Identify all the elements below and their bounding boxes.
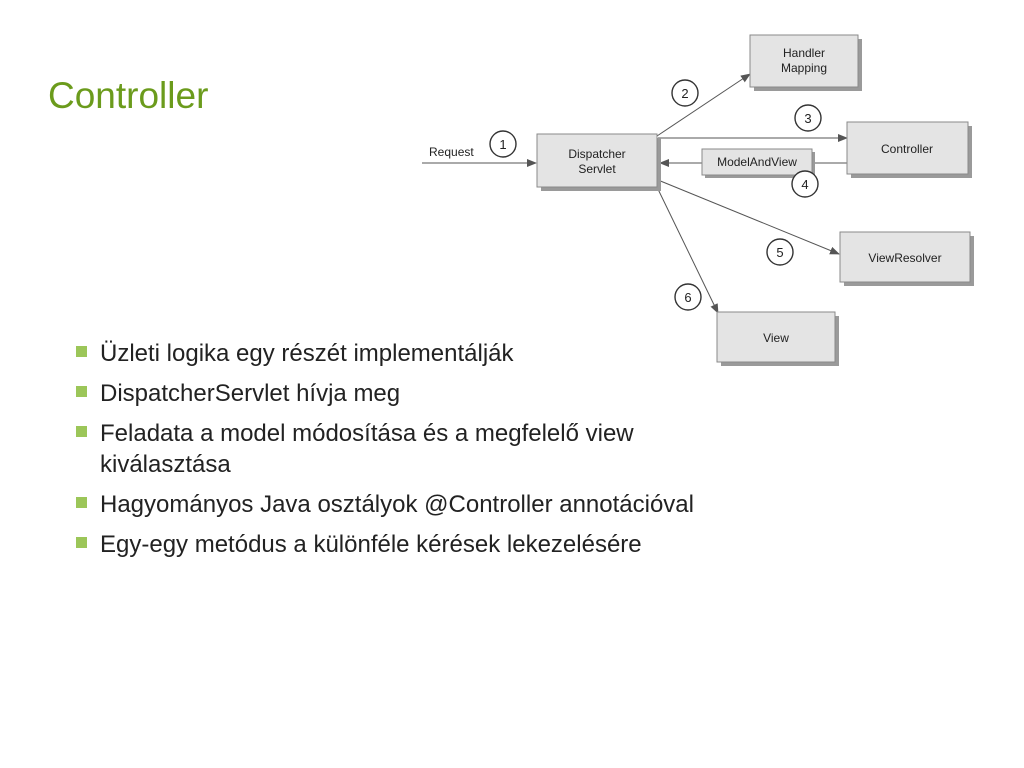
bullet-item: DispatcherServlet hívja meg <box>76 378 696 409</box>
bullet-square-icon <box>76 497 87 508</box>
handler-mapping-box: Handler Mapping <box>749 34 862 91</box>
bullet-text: Üzleti logika egy részét implementálják <box>100 340 514 367</box>
dispatcher-label-line2: Servlet <box>578 162 616 176</box>
handler-mapping-label-line1: Handler <box>783 46 825 60</box>
step-6-marker: 6 <box>674 283 702 311</box>
bullet-item: Egy-egy metódus a különféle kérések leke… <box>76 529 696 560</box>
view-box: View <box>716 311 839 366</box>
handler-mapping-label-line2: Mapping <box>781 61 827 75</box>
step-2-marker: 2 <box>671 79 699 107</box>
dispatcher-to-viewresolver-arrow <box>657 179 840 255</box>
bullet-square-icon <box>76 537 87 548</box>
step-1-label: 1 <box>499 137 506 152</box>
request-label: Request <box>429 145 474 159</box>
dispatcher-to-handler-arrow <box>656 73 751 137</box>
bullet-item: Üzleti logika egy részét implementálják <box>76 338 696 369</box>
step-4-label: 4 <box>801 177 808 192</box>
modelandview-label: ModelAndView <box>717 155 797 169</box>
bullet-text: Hagyományos Java osztályok @Controller a… <box>100 491 694 518</box>
step-5-label: 5 <box>776 245 783 260</box>
step-3-marker: 3 <box>794 104 822 132</box>
bullet-square-icon <box>76 426 87 437</box>
step-5-marker: 5 <box>766 238 794 266</box>
step-6-label: 6 <box>684 290 691 305</box>
bullet-item: Feladata a model módosítása és a megfele… <box>76 418 696 480</box>
viewresolver-label: ViewResolver <box>868 251 941 265</box>
dispatcher-servlet-box: Dispatcher Servlet <box>536 133 661 191</box>
bullet-list: Üzleti logika egy részét implementálják … <box>76 338 696 569</box>
modelandview-box: ModelAndView <box>701 148 815 178</box>
step-3-label: 3 <box>804 111 811 126</box>
dispatcher-label-line1: Dispatcher <box>568 147 625 161</box>
bullet-square-icon <box>76 346 87 357</box>
slide-title: Controller <box>48 75 209 116</box>
dispatcher-to-view-arrow <box>655 184 719 314</box>
bullet-item: Hagyományos Java osztályok @Controller a… <box>76 489 696 520</box>
bullet-text: Egy-egy metódus a különféle kérések leke… <box>100 531 642 558</box>
step-1-marker: 1 <box>489 130 517 158</box>
step-2-label: 2 <box>681 86 688 101</box>
controller-label: Controller <box>881 142 933 156</box>
viewresolver-box: ViewResolver <box>839 231 974 286</box>
bullet-text: Feladata a model módosítása és a megfele… <box>100 420 634 478</box>
view-label: View <box>763 331 789 345</box>
bullet-square-icon <box>76 386 87 397</box>
bullet-text: DispatcherServlet hívja meg <box>100 380 401 407</box>
step-4-marker: 4 <box>791 170 819 198</box>
controller-box: Controller <box>846 121 972 178</box>
